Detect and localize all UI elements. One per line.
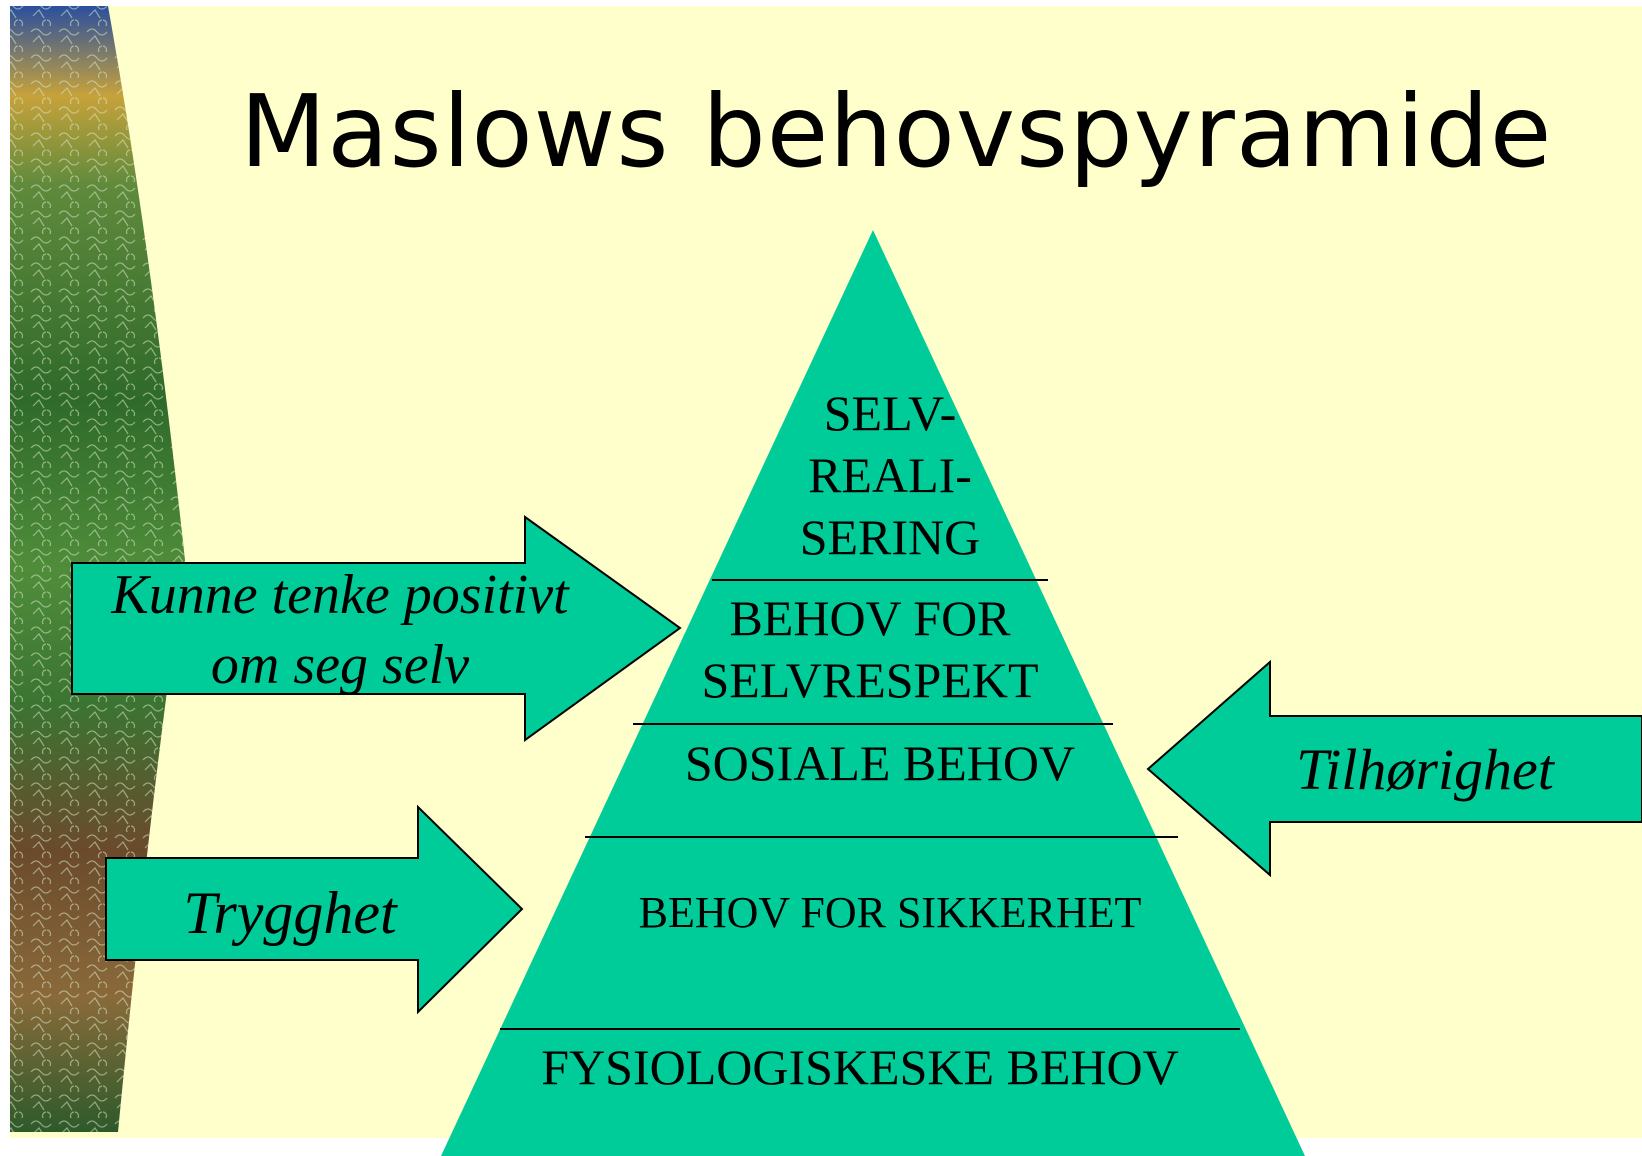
arrow-right-self-esteem xyxy=(71,515,682,742)
pyramid xyxy=(441,230,1305,1156)
level-line: BEHOV FOR xyxy=(729,590,1011,646)
level-social-label: SOSIALE BEHOV xyxy=(620,732,1140,794)
arrow-line: Trygghet xyxy=(183,880,397,946)
page-title: Maslows behovspyramide xyxy=(240,73,1553,190)
arrow-line: Tilhørighet xyxy=(1296,737,1554,802)
level-line: SELV- xyxy=(823,385,957,441)
level-line: SELVRESPEKT xyxy=(701,652,1039,708)
level-self-actualization-label: SELV- REALI- SERING xyxy=(760,382,1020,568)
arrow-belonging-label: Tilhørighet xyxy=(1255,735,1595,805)
level-line: SOSIALE BEHOV xyxy=(684,735,1076,791)
pyramid-shape xyxy=(441,230,1305,1156)
arrow-left-belonging xyxy=(1146,659,1642,878)
level-line: SERING xyxy=(799,509,981,565)
level-self-respect-label: BEHOV FOR SELVRESPEKT xyxy=(640,587,1100,711)
arrow-self-esteem-label: Kunne tenke positivt om seg selv xyxy=(60,560,620,700)
level-line: BEHOV FOR SIKKERHET xyxy=(638,888,1142,937)
level-safety-label: BEHOV FOR SIKKERHET xyxy=(580,885,1200,941)
arrow-line: Kunne tenke positivt xyxy=(111,564,569,626)
arrow-line: om seg selv xyxy=(210,634,470,696)
level-line: REALI- xyxy=(808,447,972,503)
level-physiological-label: FYSIOLOGISKESKE BEHOV xyxy=(500,1036,1220,1098)
arrow-right-safety xyxy=(105,804,524,1015)
level-line: FYSIOLOGISKESKE BEHOV xyxy=(541,1039,1179,1095)
arrow-safety-label: Trygghet xyxy=(130,876,450,950)
